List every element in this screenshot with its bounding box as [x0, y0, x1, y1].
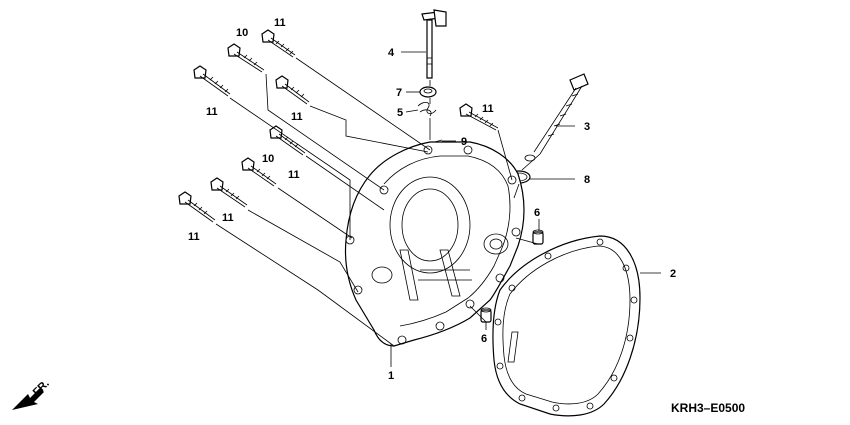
leader-lines: [390, 51, 661, 367]
shaft-part-4[interactable]: [421, 9, 447, 79]
callout-3: 3: [584, 121, 590, 133]
callout-11-upper-left: 11: [206, 106, 218, 118]
diagram-code: KRH3–E0500: [671, 401, 745, 415]
bolt-11-top[interactable]: [261, 29, 296, 58]
callout-8: 8: [584, 174, 590, 186]
bolt-11-right[interactable]: [459, 103, 499, 131]
callout-11-top: 11: [274, 17, 286, 29]
callout-2: 2: [670, 268, 676, 280]
callout-7: 7: [396, 87, 402, 99]
bolt-11-mid[interactable]: [269, 125, 306, 156]
callout-11-right: 11: [482, 103, 494, 115]
front-direction-arrow-icon: [12, 388, 44, 410]
dowel-pin-6-upper[interactable]: [532, 229, 544, 245]
callout-6-lower: 6: [481, 333, 487, 345]
right-crankcase-cover-part-1[interactable]: [344, 141, 525, 347]
dowel-pin-6-lower[interactable]: [480, 307, 492, 323]
tube-part-3[interactable]: [524, 73, 589, 162]
callout-10-top: 10: [236, 27, 248, 39]
bolt-11-lower-mid[interactable]: [210, 177, 248, 208]
callout-9: 9: [461, 136, 467, 148]
bolt-10-top[interactable]: [227, 43, 265, 73]
callout-10-mid: 10: [262, 153, 274, 165]
spring-part-5[interactable]: [417, 102, 437, 117]
callout-6-upper: 6: [534, 207, 540, 219]
bolt-11-upper-mid[interactable]: [275, 75, 310, 105]
bolt-10-mid[interactable]: [241, 157, 277, 187]
bolt-11-upper-left[interactable]: [193, 65, 231, 97]
seal-part-7[interactable]: [419, 86, 437, 98]
bolt-11-lower-left[interactable]: [178, 191, 216, 223]
callout-11-lower-mid: 11: [222, 212, 234, 224]
callout-11-lower-left: 11: [188, 231, 200, 243]
callout-11-upper-mid: 11: [291, 111, 303, 123]
callout-11-mid: 11: [288, 169, 300, 181]
callout-5: 5: [397, 107, 403, 119]
callout-1: 1: [388, 370, 394, 382]
callout-4: 4: [388, 47, 395, 59]
guide-lines: [215, 57, 541, 347]
gasket-part-2[interactable]: [492, 235, 641, 417]
